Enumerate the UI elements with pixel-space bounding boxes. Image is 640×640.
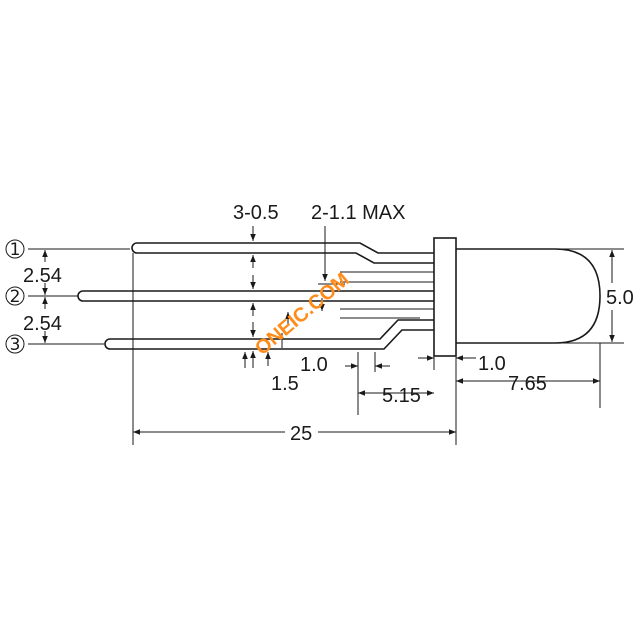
pitch-dimension: 2.54 2.54 bbox=[23, 248, 130, 345]
lead-pin-1 bbox=[131, 242, 434, 264]
pitch-top-label: 2.54 bbox=[23, 265, 62, 287]
square-lead-dimension: 2-1.1 MAX bbox=[285, 202, 405, 324]
lead-width-dimension: 3-0.5 bbox=[233, 202, 279, 368]
svg-text:3: 3 bbox=[10, 335, 21, 355]
pin-marker-3: 3 bbox=[5, 334, 25, 355]
lead-pin-3 bbox=[104, 319, 434, 350]
svg-text:2: 2 bbox=[10, 287, 21, 307]
svg-text:3-0.5: 3-0.5 bbox=[233, 202, 279, 224]
lens-length-dimension: 7.65 bbox=[456, 343, 601, 408]
pitch-bottom-label: 2.54 bbox=[23, 313, 62, 335]
led-body bbox=[433, 237, 601, 357]
offset-dimension: 1.5 1.0 bbox=[242, 333, 390, 415]
svg-text:5.15: 5.15 bbox=[382, 385, 421, 407]
led-flange bbox=[433, 237, 457, 357]
led-lens bbox=[456, 248, 601, 344]
pin-marker-1: 1 bbox=[5, 239, 25, 260]
flange-thickness-dimension: 1.0 bbox=[418, 352, 506, 445]
offset-label: 1.5 bbox=[271, 373, 299, 395]
svg-text:25: 25 bbox=[290, 423, 312, 445]
watermark: ONEIC.COM bbox=[251, 269, 354, 360]
pin-marker-2: 2 bbox=[5, 286, 25, 307]
svg-text:1.0: 1.0 bbox=[478, 353, 506, 375]
lead-pin-2 bbox=[77, 290, 434, 302]
svg-text:5.0: 5.0 bbox=[606, 287, 634, 309]
lead-flats bbox=[340, 271, 434, 319]
svg-text:1: 1 bbox=[10, 240, 21, 260]
lens-diameter-dimension: 5.0 bbox=[560, 248, 634, 344]
svg-text:7.65: 7.65 bbox=[508, 373, 547, 395]
flange-length-dimension: 5.15 bbox=[358, 385, 434, 407]
overall-length-dimension: 25 bbox=[132, 253, 456, 445]
lead-gap-label: 1.0 bbox=[300, 354, 328, 376]
svg-text:2-1.1 MAX: 2-1.1 MAX bbox=[311, 202, 405, 224]
